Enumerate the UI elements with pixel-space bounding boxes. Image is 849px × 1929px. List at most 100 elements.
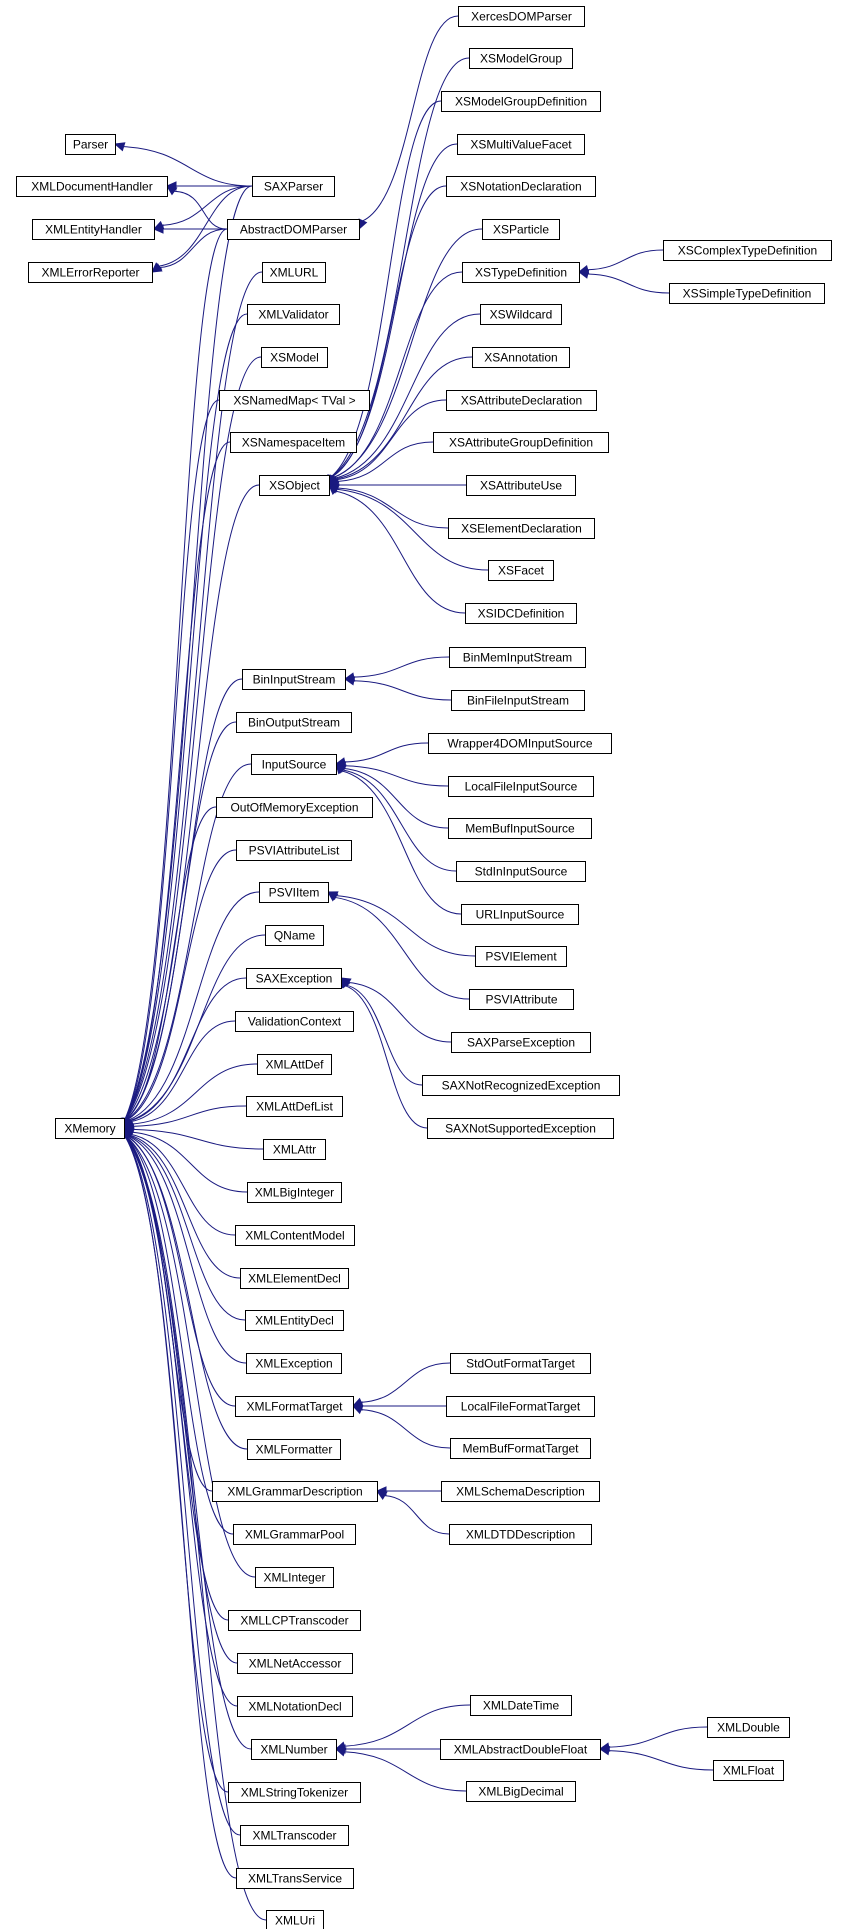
class-node-xml-big-decimal[interactable]: XMLBigDecimal [466,1781,576,1802]
class-node-box [472,347,570,368]
class-node-q-name[interactable]: QName [265,925,324,946]
class-node-xml-grammar-description[interactable]: XMLGrammarDescription [212,1481,378,1502]
class-node-xs-model-group[interactable]: XSModelGroup [469,48,573,69]
class-node-bin-output-stream[interactable]: BinOutputStream [236,712,352,733]
class-node-local-file-input-source[interactable]: LocalFileInputSource [448,776,594,797]
class-node-std-out-format-target[interactable]: StdOutFormatTarget [450,1353,591,1374]
class-node-label: MemBufInputSource [465,822,575,836]
class-node-xml-memory[interactable]: XMemory [55,1118,125,1139]
class-node-xml-grammar-pool[interactable]: XMLGrammarPool [233,1524,356,1545]
class-node-label: XMLDateTime [483,1699,560,1713]
class-node-sax-not-recognized-exception[interactable]: SAXNotRecognizedException [422,1075,620,1096]
class-node-xml-attr[interactable]: XMLAttr [263,1139,326,1160]
class-node-bin-file-input-stream[interactable]: BinFileInputStream [451,690,585,711]
edge-xml-integer-to-xml-memory [126,1136,256,1578]
edge-psvi-attribute-list-to-xml-memory [127,849,237,1121]
class-node-xs-wildcard[interactable]: XSWildcard [480,304,562,325]
class-node-local-file-format-target[interactable]: LocalFileFormatTarget [446,1396,595,1417]
class-node-xs-attribute-declaration[interactable]: XSAttributeDeclaration [446,390,597,411]
class-node-xsidc-definition[interactable]: XSIDCDefinition [465,603,577,624]
class-node-xml-format-target[interactable]: XMLFormatTarget [235,1396,354,1417]
class-node-xs-object[interactable]: XSObject [259,475,330,496]
class-node-bin-input-stream[interactable]: BinInputStream [242,669,346,690]
class-node-xs-attribute-use[interactable]: XSAttributeUse [466,475,576,496]
class-node-xml-formatter[interactable]: XMLFormatter [247,1439,341,1460]
class-node-xml-integer[interactable]: XMLInteger [255,1567,334,1588]
class-node-xs-notation-declaration[interactable]: XSNotationDeclaration [446,176,596,197]
class-node-xs-multi-value-facet[interactable]: XSMultiValueFacet [457,134,585,155]
class-node-xml-entity-decl[interactable]: XMLEntityDecl [245,1310,344,1331]
class-node-std-in-input-source[interactable]: StdInInputSource [456,861,586,882]
class-node-xmllcp-transcoder[interactable]: XMLLCPTranscoder [228,1610,361,1631]
class-node-xml-double[interactable]: XMLDouble [707,1717,790,1738]
class-node-xml-number[interactable]: XMLNumber [251,1739,337,1760]
class-node-xml-big-integer[interactable]: XMLBigInteger [247,1182,342,1203]
class-node-xml-error-reporter[interactable]: XMLErrorReporter [28,262,153,283]
class-node-parser[interactable]: Parser [65,134,116,155]
edge-xs-facet-to-xs-object [336,488,489,571]
class-node-psvi-attribute-list[interactable]: PSVIAttributeList [236,840,352,861]
class-node-xml-validator[interactable]: XMLValidator [247,304,340,325]
class-node-xml-document-handler[interactable]: XMLDocumentHandler [16,176,168,197]
edge-xml-big-integer-to-xml-memory [131,1131,248,1193]
class-node-sax-exception[interactable]: SAXException [246,968,342,989]
class-node-label: PSVIAttributeList [249,844,340,858]
class-node-xml-net-accessor[interactable]: XMLNetAccessor [237,1653,353,1674]
class-node-sax-not-supported-exception[interactable]: SAXNotSupportedException [427,1118,614,1139]
edge-xs-type-definition-to-xs-object [333,271,463,478]
class-node-psvi-attribute[interactable]: PSVIAttribute [469,989,574,1010]
class-node-xml-element-decl[interactable]: XMLElementDecl [240,1268,349,1289]
class-node-xml-float[interactable]: XMLFloat [713,1760,784,1781]
edge-xml-att-def-list-to-xml-memory [132,1105,247,1127]
class-node-wrapper4-dom-input-source[interactable]: Wrapper4DOMInputSource [428,733,612,754]
class-node-box [230,432,357,453]
class-node-xs-annotation[interactable]: XSAnnotation [472,347,570,368]
class-node-xs-simple-type-definition[interactable]: XSSimpleTypeDefinition [669,283,825,304]
class-node-xml-string-tokenizer[interactable]: XMLStringTokenizer [228,1782,361,1803]
class-node-xs-particle[interactable]: XSParticle [482,219,560,240]
class-node-xmlurl[interactable]: XMLURL [262,262,326,283]
class-node-label: InputSource [262,758,327,772]
class-node-sax-parser[interactable]: SAXParser [252,176,335,197]
class-node-abstract-dom-parser[interactable]: AbstractDOMParser [227,219,360,240]
arrowhead-xerces-dom-parser-to-abstract-dom-parser [358,218,368,231]
class-node-xs-namespace-item[interactable]: XSNamespaceItem [230,432,357,453]
class-node-xml-notation-decl[interactable]: XMLNotationDecl [237,1696,353,1717]
class-node-xml-date-time[interactable]: XMLDateTime [470,1695,572,1716]
class-node-bin-mem-input-stream[interactable]: BinMemInputStream [449,647,586,668]
class-node-mem-buf-format-target[interactable]: MemBufFormatTarget [450,1438,591,1459]
class-node-xs-complex-type-definition[interactable]: XSComplexTypeDefinition [663,240,832,261]
class-node-label: XMLDouble [717,1721,780,1735]
class-node-xmldtd-description[interactable]: XMLDTDDescription [449,1524,592,1545]
class-node-xml-schema-description[interactable]: XMLSchemaDescription [441,1481,600,1502]
class-node-box [235,1396,354,1417]
class-node-xml-exception[interactable]: XMLException [246,1353,342,1374]
class-node-xml-att-def-list[interactable]: XMLAttDefList [246,1096,343,1117]
class-node-xml-att-def[interactable]: XMLAttDef [257,1054,332,1075]
class-node-xs-type-definition[interactable]: XSTypeDefinition [462,262,580,283]
class-node-xml-abstract-double-float[interactable]: XMLAbstractDoubleFloat [440,1739,601,1760]
class-node-psvi-item[interactable]: PSVIItem [259,882,329,903]
class-node-xml-transcoder[interactable]: XMLTranscoder [240,1825,349,1846]
class-node-box [457,134,585,155]
class-node-xerces-dom-parser[interactable]: XercesDOMParser [458,6,585,27]
class-node-xml-content-model[interactable]: XMLContentModel [235,1225,355,1246]
class-node-xs-model[interactable]: XSModel [261,347,328,368]
arrowhead-xsidc-definition-to-xs-object [328,484,340,495]
class-node-xs-named-map[interactable]: XSNamedMap< TVal > [219,390,370,411]
class-node-psvi-element[interactable]: PSVIElement [475,946,567,967]
class-node-out-of-memory-exception[interactable]: OutOfMemoryException [216,797,373,818]
class-node-xs-attribute-group-definition[interactable]: XSAttributeGroupDefinition [433,432,609,453]
class-node-sax-parse-exception[interactable]: SAXParseException [451,1032,591,1053]
class-node-xml-trans-service[interactable]: XMLTransService [236,1868,354,1889]
class-node-input-source[interactable]: InputSource [251,754,337,775]
class-node-label: XMLGrammarDescription [227,1485,362,1499]
class-node-xs-model-group-definition[interactable]: XSModelGroupDefinition [441,91,601,112]
class-node-xs-element-declaration[interactable]: XSElementDeclaration [448,518,595,539]
class-node-url-input-source[interactable]: URLInputSource [461,904,579,925]
class-node-mem-buf-input-source[interactable]: MemBufInputSource [448,818,592,839]
class-node-xs-facet[interactable]: XSFacet [488,560,554,581]
class-node-xml-uri[interactable]: XMLUri [266,1910,324,1929]
class-node-validation-context[interactable]: ValidationContext [235,1011,354,1032]
class-node-xml-entity-handler[interactable]: XMLEntityHandler [32,219,155,240]
